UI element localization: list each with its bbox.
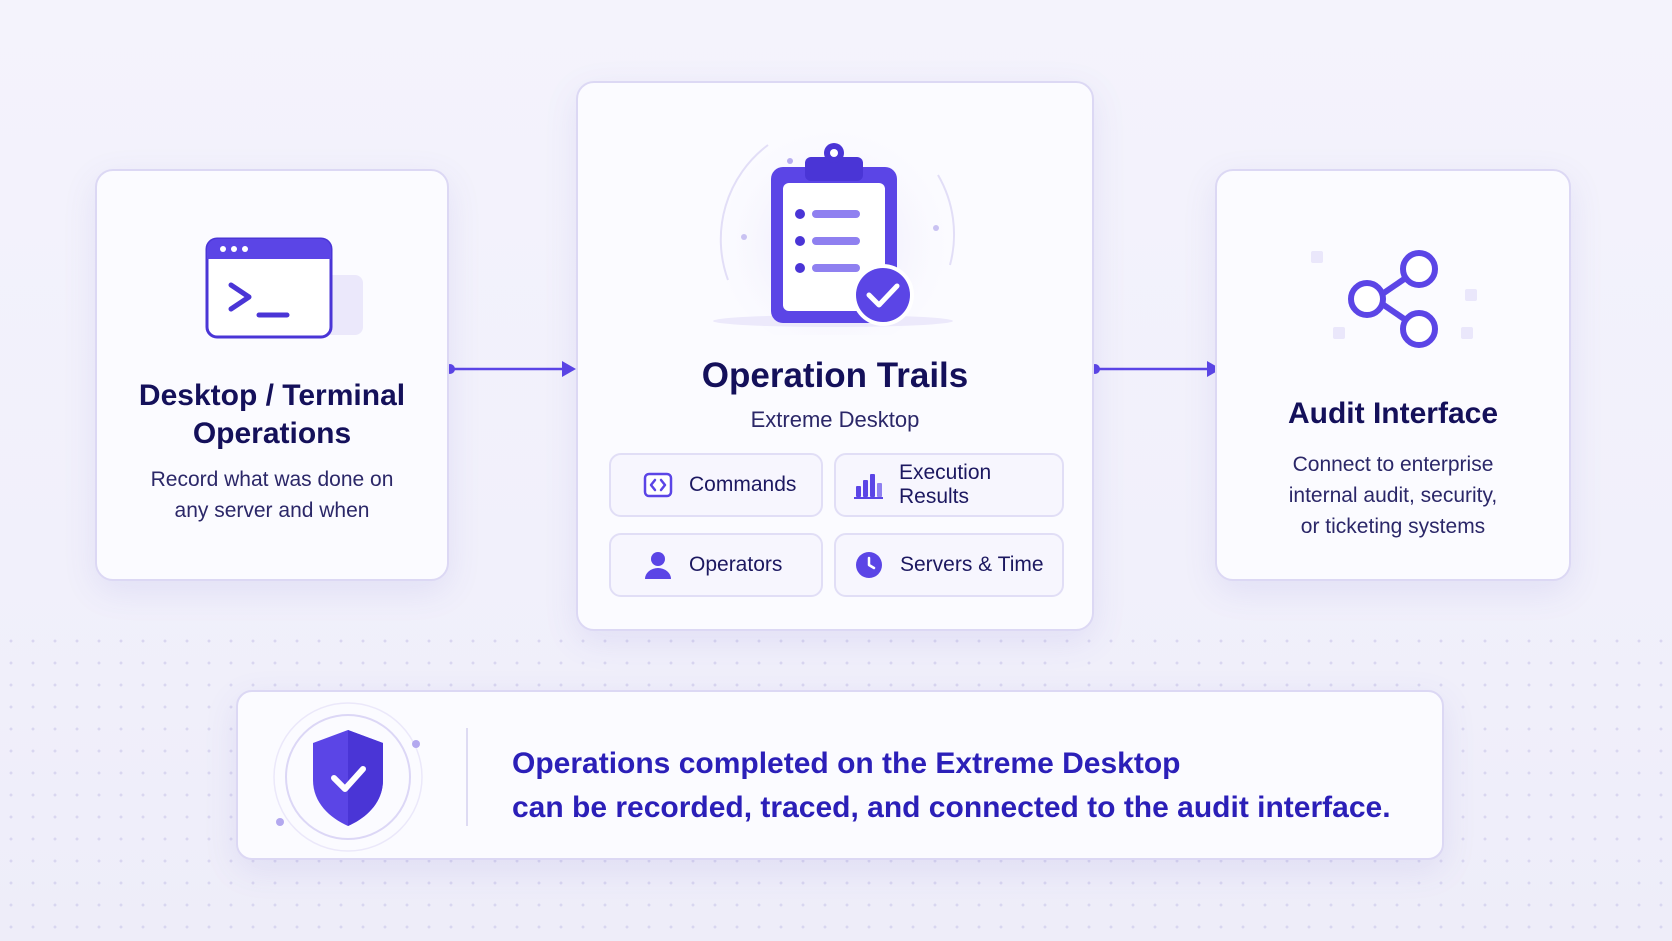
center-card-title: Operation Trails — [701, 356, 969, 395]
arrow-left-to-center — [445, 361, 576, 377]
banner-divider — [466, 728, 468, 826]
left-card-description: Record what was done on any server and w… — [97, 464, 447, 526]
clipboard-check-icon — [713, 115, 956, 335]
desktop-terminal-card: Desktop / Terminal Operations Record wha… — [95, 169, 449, 581]
chip-label: Operators — [689, 553, 783, 576]
left-card-title-line1: Desktop / Terminal — [138, 379, 406, 412]
chip-execution-results: Execution Results — [834, 453, 1064, 517]
terminal-window-icon — [205, 237, 363, 339]
right-card-title: Audit Interface — [1287, 397, 1499, 430]
chip-operators: Operators — [609, 533, 823, 597]
clock-icon — [852, 548, 886, 582]
audit-interface-card: Audit Interface Connect to enterprise in… — [1215, 169, 1571, 581]
chip-label: Servers & Time — [900, 553, 1044, 576]
summary-banner: Operations completed on the Extreme Desk… — [236, 690, 1444, 860]
banner-message: Operations completed on the Extreme Desk… — [512, 742, 1391, 830]
share-nodes-icon — [1311, 250, 1477, 348]
operation-trails-card: Operation Trails Extreme Desktop Command… — [576, 81, 1094, 631]
left-card-title: Desktop / Terminal Operations — [97, 377, 447, 453]
right-card-desc-line3: or ticketing systems — [1300, 515, 1486, 538]
left-card-desc-line2: any server and when — [174, 499, 370, 522]
chip-servers-time: Servers & Time — [834, 533, 1064, 597]
right-card-description: Connect to enterprise internal audit, se… — [1217, 449, 1569, 542]
left-card-title-line2: Operations — [192, 417, 352, 450]
shield-check-icon — [273, 702, 423, 852]
chip-label: Commands — [689, 473, 797, 496]
bar-chart-icon — [852, 468, 885, 502]
user-icon — [641, 548, 675, 582]
code-brackets-icon — [641, 468, 675, 502]
right-card-desc-line1: Connect to enterprise — [1292, 453, 1494, 476]
arrow-center-to-right — [1090, 361, 1221, 377]
chip-label: Execution Results — [898, 461, 992, 508]
left-card-desc-line1: Record what was done on — [150, 468, 394, 491]
chip-commands: Commands — [609, 453, 823, 517]
banner-line1: Operations completed on the Extreme Desk… — [512, 747, 1181, 780]
right-card-desc-line2: internal audit, security, — [1288, 484, 1498, 507]
center-card-subtitle: Extreme Desktop — [750, 407, 920, 432]
banner-line2: can be recorded, traced, and connected t… — [512, 791, 1391, 824]
